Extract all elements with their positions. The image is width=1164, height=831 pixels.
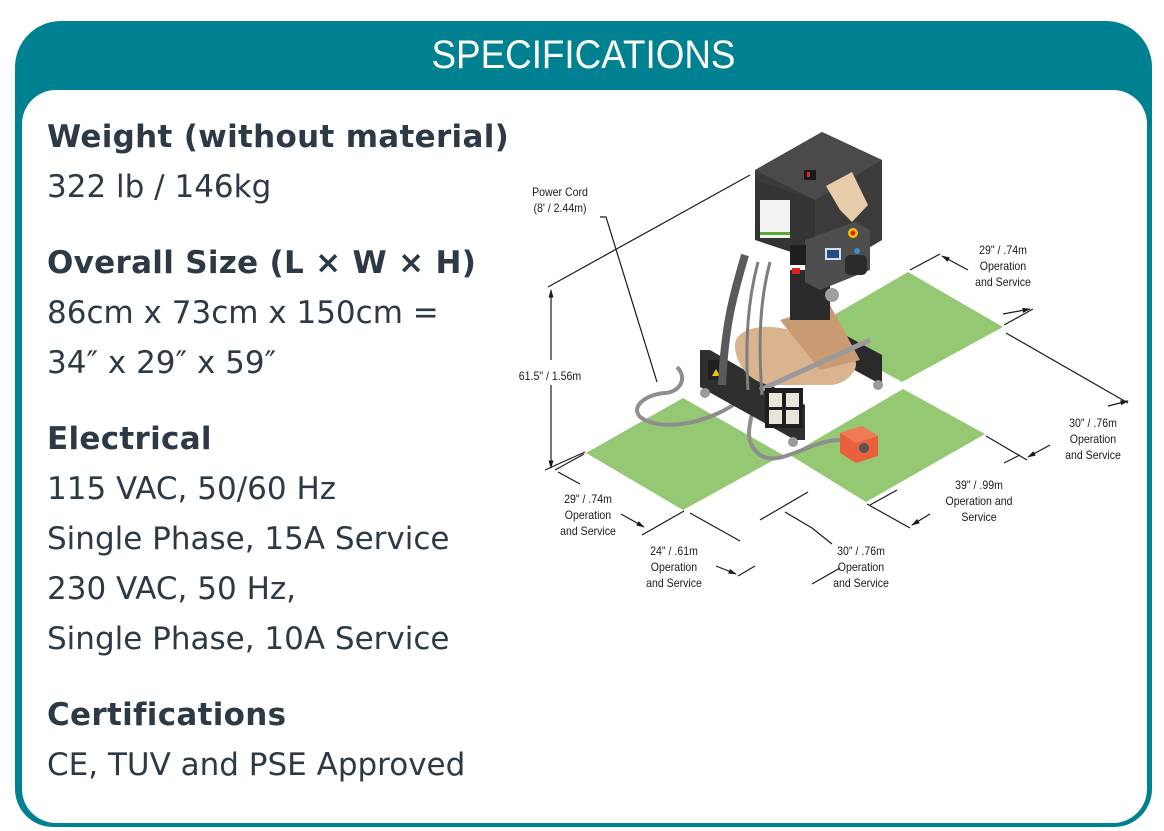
spec-overall-size: Overall Size (L × W × H) 86cm x 73cm x 1… — [47, 238, 527, 388]
dimension-label: 39" / .99m Operation and Service — [939, 477, 1018, 525]
dimension-note: Operation — [1069, 432, 1117, 446]
dimension-note: and Service — [1065, 448, 1121, 462]
spec-value: Single Phase, 15A Service — [47, 521, 450, 557]
dimension-value: 39" / .99m — [955, 478, 1003, 492]
spec-value: CE, TUV and PSE Approved — [47, 747, 466, 783]
dimension-value: 29" / .74m — [564, 492, 612, 506]
dimension-note: and Service — [646, 576, 702, 590]
dimension-note: Operation and — [945, 494, 1013, 508]
dimension-note: Operation — [837, 560, 885, 574]
dimension-note: Operation — [564, 508, 612, 522]
spec-certifications: Certifications CE, TUV and PSE Approved — [47, 690, 527, 790]
dimension-value: 30" / .76m — [837, 544, 885, 558]
dimension-label: 30" / .76m Operation and Service — [1055, 415, 1131, 463]
power-cord-length: (8' / 2.44m) — [533, 201, 587, 215]
dimension-label: 30" / .76m Operation and Service — [823, 543, 899, 591]
spec-value: 322 lb / 146kg — [47, 169, 272, 205]
page-title: SPECIFICATIONS — [431, 33, 736, 77]
spec-list: Weight (without material) 322 lb / 146kg… — [47, 112, 527, 816]
spec-heading: Weight (without material) — [47, 119, 510, 155]
spec-value: Single Phase, 10A Service — [47, 621, 450, 657]
dimension-label: 29" / .74m Operation and Service — [965, 242, 1041, 290]
spec-electrical: Electrical 115 VAC, 50/60 Hz Single Phas… — [47, 414, 527, 664]
spec-weight: Weight (without material) 322 lb / 146kg — [47, 112, 527, 212]
dimension-note: and Service — [975, 275, 1031, 289]
spec-heading: Overall Size (L × W × H) — [47, 245, 477, 281]
power-cord-title: Power Cord — [532, 185, 588, 199]
dimension-note: Operation — [650, 560, 698, 574]
dimension-value: 30" / .76m — [1069, 416, 1117, 430]
spec-heading: Certifications — [47, 697, 287, 733]
dimension-label: 29" / .74m Operation and Service — [550, 491, 626, 539]
dimension-note: and Service — [560, 524, 616, 538]
spec-value: 86cm x 73cm x 150cm = — [47, 295, 439, 331]
dimension-value: 24" / .61m — [650, 544, 698, 558]
spec-heading: Electrical — [47, 421, 212, 457]
dimension-label: 24" / .61m Operation and Service — [636, 543, 712, 591]
dimension-note: Operation — [979, 259, 1027, 273]
height-value: 61.5" / 1.56m — [518, 369, 582, 383]
spec-value: 115 VAC, 50/60 Hz — [47, 471, 337, 507]
dimension-value: 29" / .74m — [979, 243, 1027, 257]
spec-value: 34″ x 29″ x 59″ — [47, 345, 277, 381]
dimension-note: and Service — [833, 576, 889, 590]
height-label: 61.5" / 1.56m — [506, 368, 594, 384]
dimension-note: Service — [961, 510, 997, 524]
spec-value: 230 VAC, 50 Hz, — [47, 571, 296, 607]
power-cord-label: Power Cord (8' / 2.44m) — [522, 184, 598, 216]
